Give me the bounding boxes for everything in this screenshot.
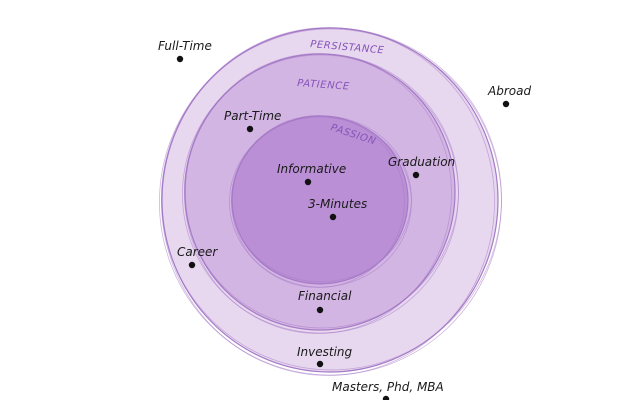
- item-dot-graduation: [412, 171, 420, 179]
- item-career: Career: [177, 245, 218, 269]
- item-3-minutes: 3-Minutes: [308, 197, 367, 221]
- item-dot-3-minutes: [329, 213, 337, 221]
- rings-layer: [159, 27, 502, 376]
- ring-middle-sketch-line: [184, 53, 452, 334]
- item-label-abroad: Abroad: [487, 84, 531, 98]
- item-financial: Financial: [298, 289, 352, 314]
- item-label-full-time: Full-Time: [158, 39, 212, 53]
- item-label-graduation: Graduation: [388, 155, 455, 169]
- item-investing: Investing: [297, 345, 353, 368]
- item-graduation: Graduation: [388, 155, 455, 179]
- item-dot-abroad: [502, 100, 510, 108]
- item-masters: Masters, Phd, MBA: [332, 380, 444, 400]
- ring-outer-sketch-line: [159, 28, 502, 376]
- item-dot-full-time: [176, 55, 184, 63]
- item-dot-masters: [382, 395, 390, 400]
- item-informative: Informative: [277, 162, 346, 186]
- item-label-part-time: Part-Time: [224, 109, 281, 123]
- item-label-investing: Investing: [297, 345, 353, 359]
- item-label-financial: Financial: [298, 289, 352, 303]
- ring-inner-sketch-line: [229, 116, 412, 288]
- item-abroad: Abroad: [487, 84, 531, 108]
- items-layer: Full-TimeAbroadPart-TimeGraduationInform…: [158, 39, 531, 400]
- item-label-masters: Masters, Phd, MBA: [332, 380, 444, 394]
- ring-inner-sketch-line: [231, 115, 405, 288]
- item-part-time: Part-Time: [224, 109, 281, 133]
- ring-middle-sketch-line: [182, 54, 459, 334]
- item-dot-financial: [316, 306, 324, 314]
- item-dot-investing: [316, 360, 324, 368]
- item-dot-career: [188, 261, 196, 269]
- item-label-3-minutes: 3-Minutes: [308, 197, 367, 211]
- item-label-informative: Informative: [277, 162, 346, 176]
- ring-label-middle: PATIENCE: [297, 78, 350, 93]
- item-label-career: Career: [177, 245, 218, 259]
- item-dot-informative: [304, 178, 312, 186]
- ring-outer-sketch-line: [161, 27, 495, 376]
- item-full-time: Full-Time: [158, 39, 212, 63]
- item-dot-part-time: [246, 125, 254, 133]
